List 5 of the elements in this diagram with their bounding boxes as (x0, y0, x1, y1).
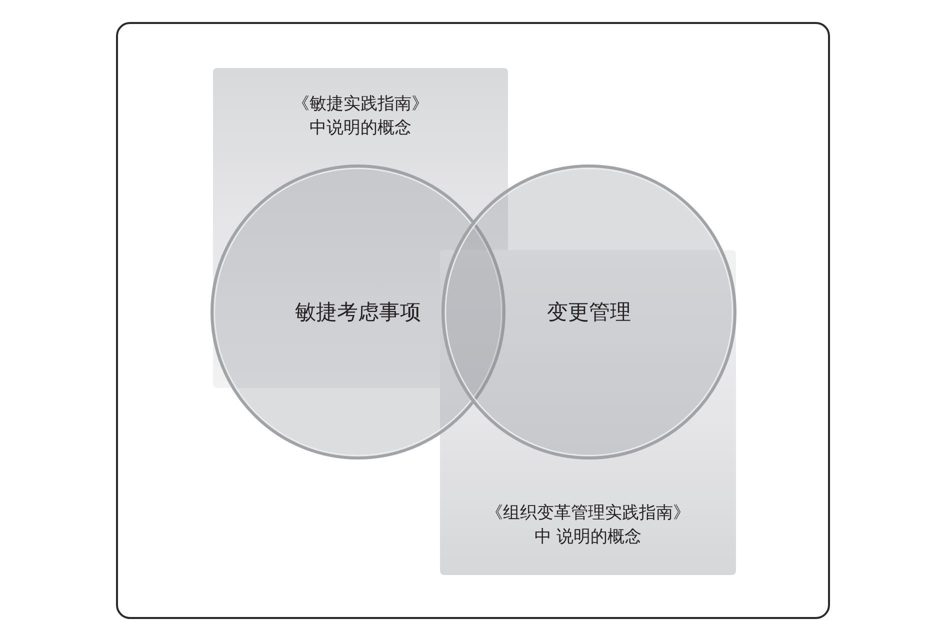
concept-panel (440, 250, 736, 575)
panel-heading: 《敏捷实践指南》中说明的概念 (291, 93, 430, 140)
circle-label: 敏捷考虑事项 (295, 299, 421, 326)
circle-label: 变更管理 (547, 299, 631, 326)
panel-caption: 《组织变革管理实践指南》中 说明的概念 (484, 502, 691, 549)
